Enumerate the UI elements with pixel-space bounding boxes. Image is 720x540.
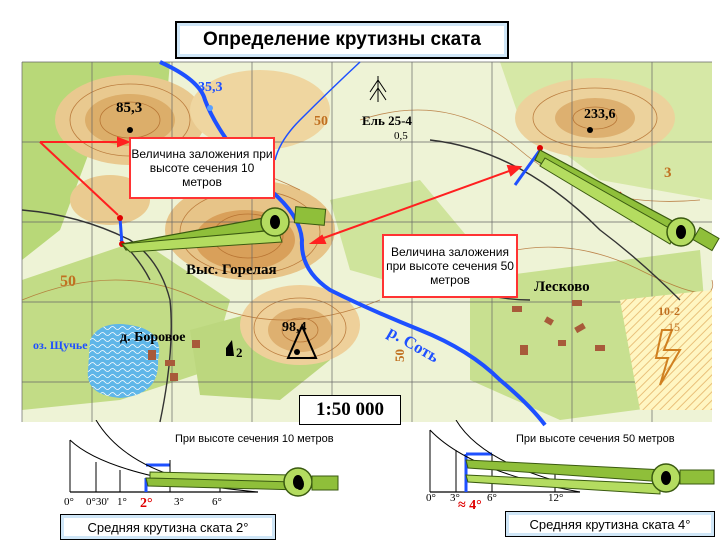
map-scale: 1:50 000 xyxy=(299,395,401,425)
swamp-note: 15 xyxy=(668,320,680,334)
elevation-label: 233,6 xyxy=(584,107,616,122)
forest-characteristic-sub: 0,5 xyxy=(394,130,408,142)
forest-sign-icon xyxy=(369,76,387,102)
elevation-point xyxy=(294,349,300,355)
tick-label: 12° xyxy=(548,492,564,504)
measure-point xyxy=(537,145,543,151)
hill xyxy=(190,70,330,150)
elevation-label: 35,3 xyxy=(198,80,223,95)
lake-shchuchye xyxy=(87,324,160,398)
forest-characteristic: Ель 25-4 xyxy=(362,113,412,128)
compass-divider-icon xyxy=(120,206,327,253)
elevation-point xyxy=(127,127,133,133)
stream xyxy=(274,61,361,161)
scale-caption-left: При высоте сечения 10 метров xyxy=(175,433,334,445)
settlement-name: Лесково xyxy=(534,279,590,295)
triangulation-point-icon xyxy=(286,323,318,359)
hill-name: Выс. Горелая xyxy=(186,262,277,278)
slope-scales xyxy=(69,420,715,497)
tick-label: 6° xyxy=(487,492,497,504)
tick-label-highlight: ≈ 4° xyxy=(458,498,482,513)
elevation-label: 98,4 xyxy=(282,320,307,335)
measure-point xyxy=(117,215,123,221)
elevation-point xyxy=(587,127,593,133)
tick-label: 0°30' xyxy=(86,496,109,508)
swamp-note: 10-2 xyxy=(658,304,680,318)
building-icon xyxy=(148,300,605,381)
measure-segment xyxy=(118,217,124,245)
topographic-map xyxy=(21,60,720,427)
settlement-name: д. Боровое xyxy=(120,330,186,345)
contour-lines xyxy=(21,83,714,359)
pivot xyxy=(296,478,304,490)
tick-label: 6° xyxy=(212,496,222,508)
tick-label: 1° xyxy=(117,496,127,508)
result-right: Средняя крутизна ската 4° xyxy=(505,511,715,537)
tick-label: 3° xyxy=(450,492,460,504)
scale-caption-right: При высоте сечения 50 метров xyxy=(516,433,675,445)
measure-segment xyxy=(513,149,542,186)
result-left: Средняя крутизна ската 2° xyxy=(60,514,276,540)
hill-2336-top xyxy=(555,98,635,138)
tick-label: 0° xyxy=(64,496,74,508)
tick-label: 0° xyxy=(426,492,436,504)
water-elevation-point xyxy=(207,105,213,111)
landmark-icon xyxy=(226,340,234,356)
tick-label-highlight: 2° xyxy=(140,496,153,511)
callout-left: Величина заложения при высоте сечения 10… xyxy=(129,137,275,199)
red-arrows xyxy=(39,136,633,244)
contour-label: 3 xyxy=(664,165,672,181)
contour-label: 50 xyxy=(60,273,76,290)
elevation-label: 85,3 xyxy=(116,100,143,116)
slide-title: Определение крутизны ската xyxy=(175,21,509,59)
compass-divider-icon xyxy=(465,459,715,495)
lake-name: оз. Щучье xyxy=(33,338,88,352)
hill-853-top xyxy=(85,94,175,146)
power-line-icon xyxy=(654,329,682,386)
callout-right: Величина заложения при высоте сечения 50… xyxy=(382,234,518,298)
river-sot xyxy=(159,60,547,427)
landmark-number: 2 xyxy=(236,345,243,360)
contour-label: 50 xyxy=(392,349,407,362)
contour-label: 50 xyxy=(314,114,328,129)
tick-label: 3° xyxy=(174,496,184,508)
compass-divider-icon xyxy=(534,149,720,252)
